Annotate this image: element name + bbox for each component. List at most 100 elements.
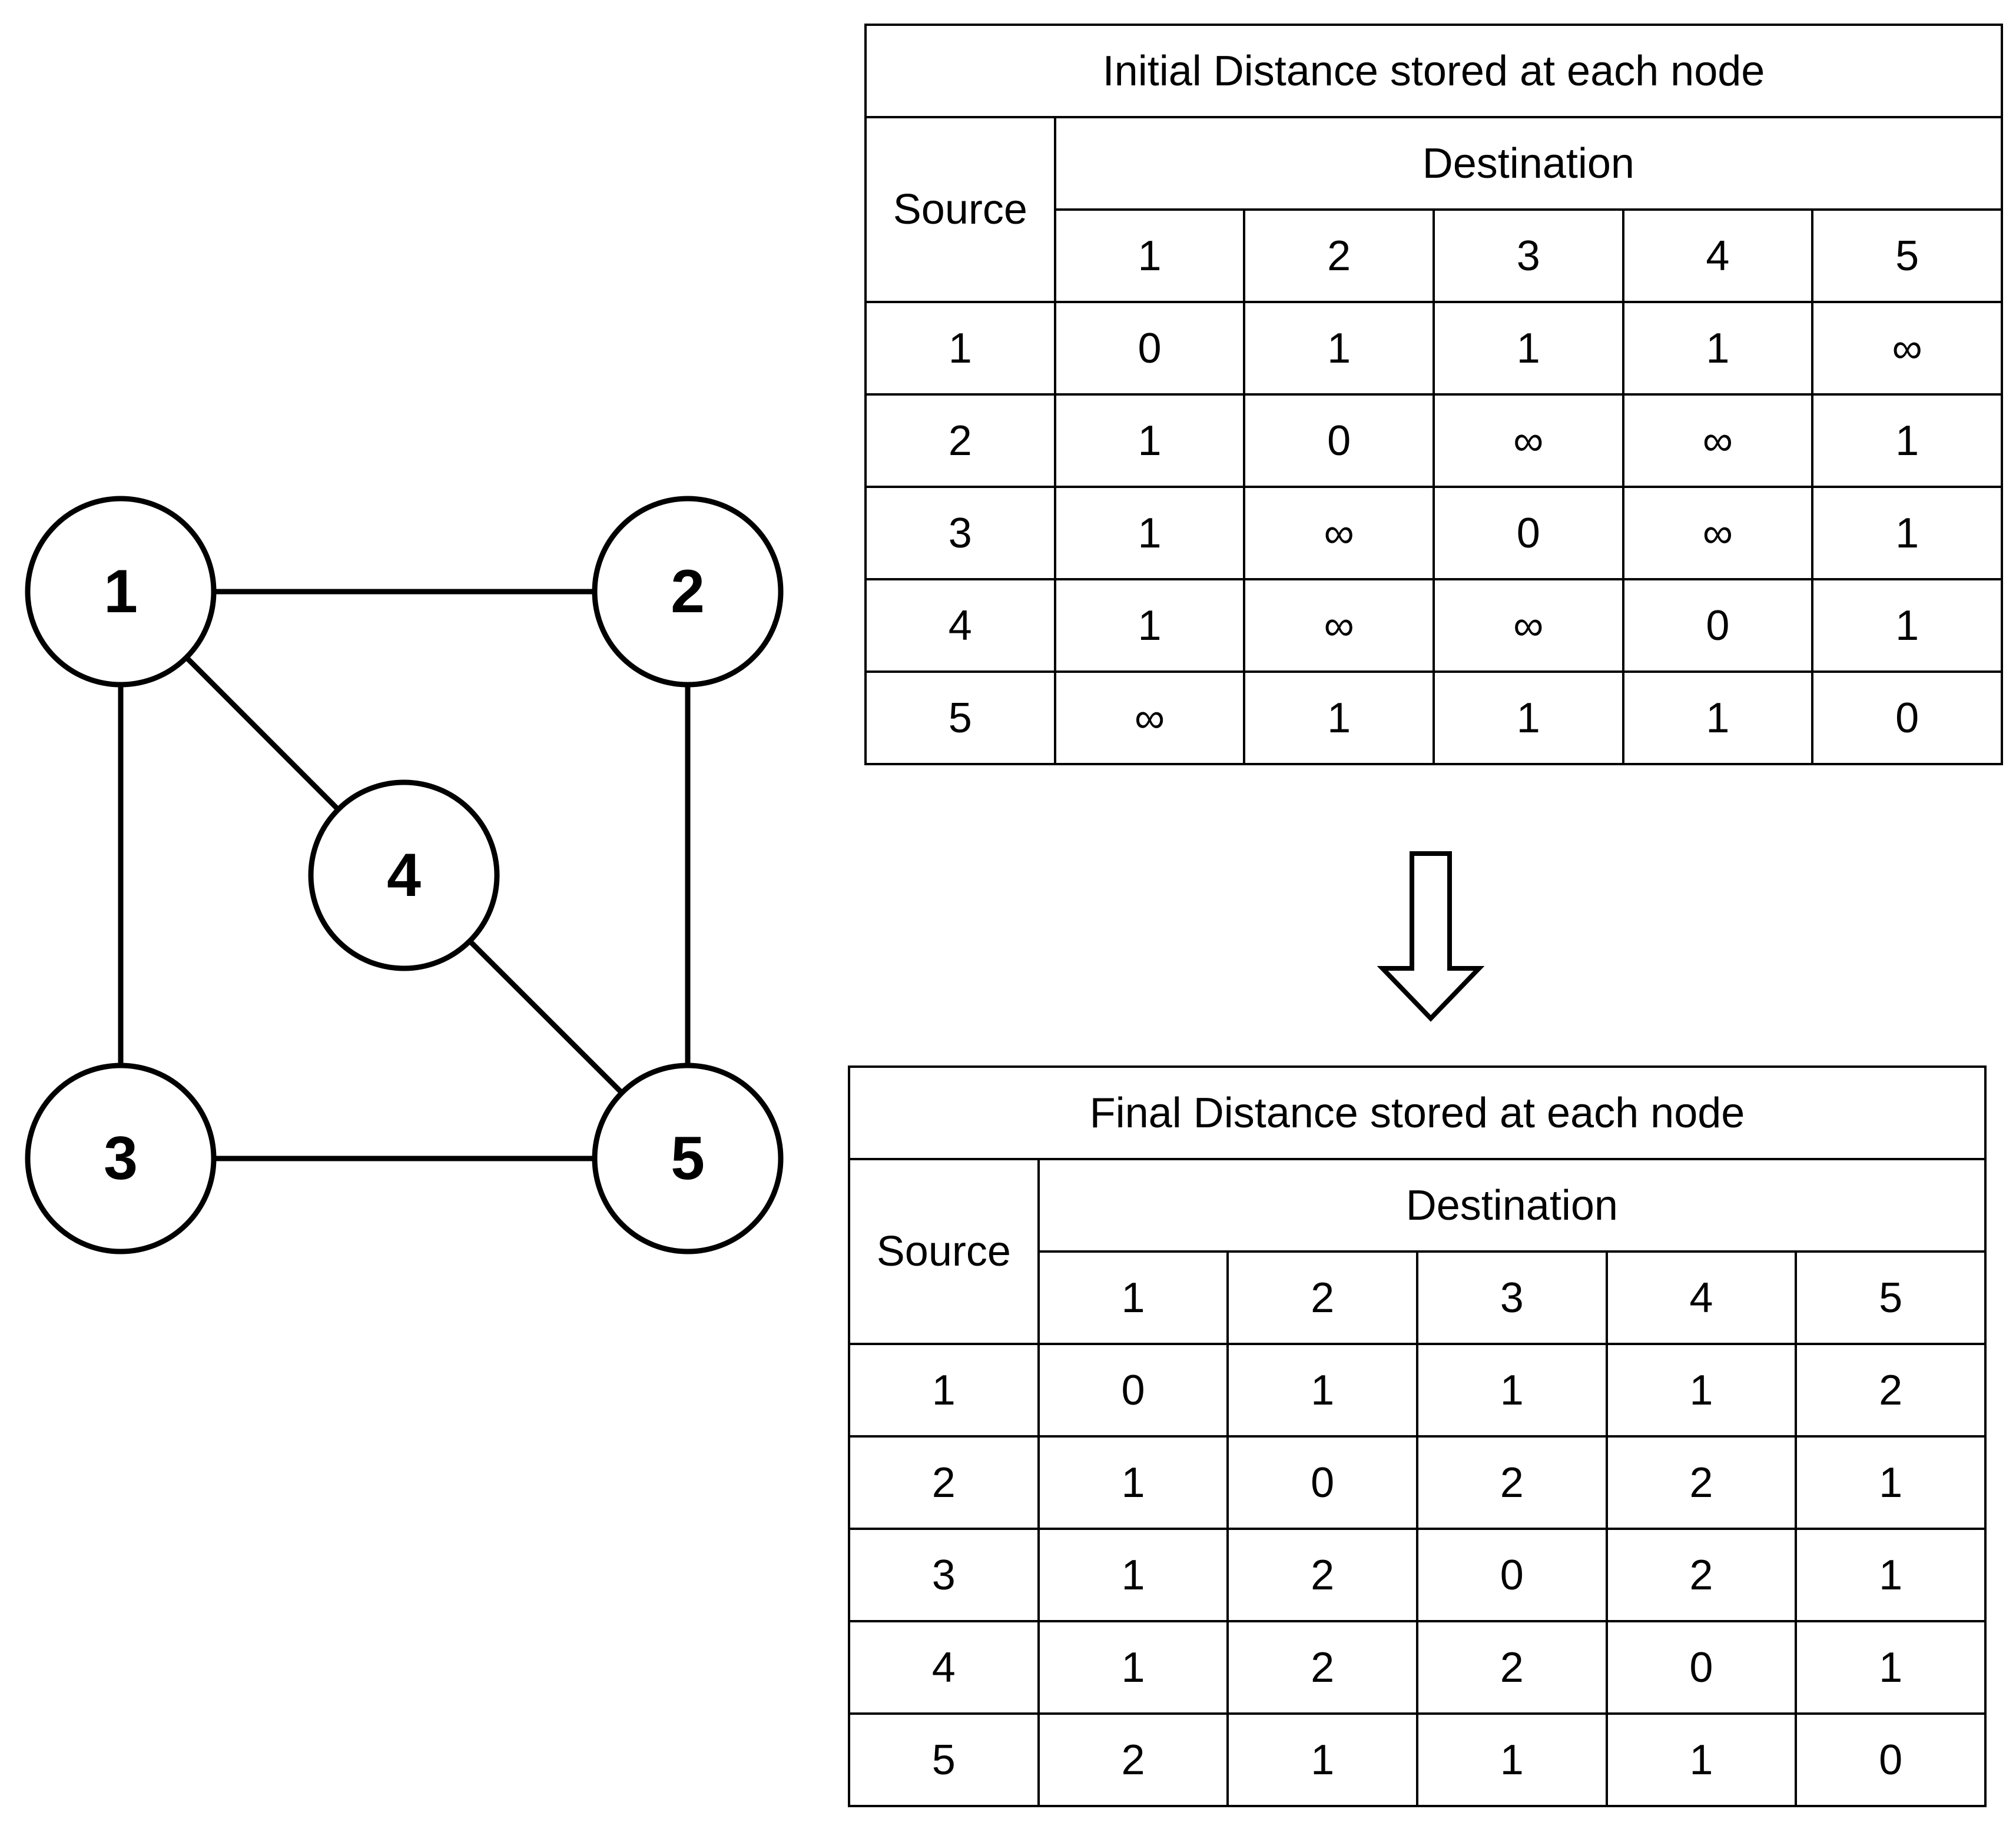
column-header-row: 1 2 3 4 5: [849, 1250, 1987, 1345]
column-header: 2: [1243, 208, 1435, 303]
distance-cell: 0: [1053, 301, 1246, 396]
column-header: 1: [1037, 1250, 1229, 1345]
distance-cell: 1: [1811, 486, 2003, 580]
distance-cell: 0: [1432, 486, 1624, 580]
distance-cell: 1: [1795, 1528, 1987, 1622]
distance-cell: 1: [1053, 486, 1246, 580]
distance-cell: 1: [1605, 1712, 1798, 1807]
column-header: 1: [1053, 208, 1246, 303]
distance-cell: 0: [1226, 1435, 1418, 1530]
node-circle: [25, 496, 217, 688]
table-title: Initial Distance stored at each node: [864, 24, 2003, 118]
distance-cell: 0: [1811, 670, 2003, 765]
distance-cell: 0: [1243, 393, 1435, 488]
row-source: 3: [864, 486, 1056, 580]
distance-cell: 1: [1226, 1712, 1418, 1807]
distance-cell: 1: [1037, 1435, 1229, 1530]
row-source: 5: [864, 670, 1056, 765]
column-header: 3: [1432, 208, 1624, 303]
distance-cell: 2: [1605, 1528, 1798, 1622]
distance-cell: 1: [1037, 1620, 1229, 1715]
distance-cell: 1: [1053, 393, 1246, 488]
table-row: 3 1 ∞ 0 ∞ 1: [864, 486, 2003, 580]
distance-cell: 0: [1037, 1343, 1229, 1438]
distance-cell: 1: [1053, 578, 1246, 673]
table-row: 5 2 1 1 1 0: [848, 1712, 1987, 1807]
row-source: 4: [864, 578, 1056, 673]
down-arrow-icon: [1377, 851, 1485, 1022]
distance-cell: ∞: [1243, 486, 1435, 580]
node-label: 1: [104, 557, 138, 626]
node-label: 2: [671, 557, 705, 626]
graph-node-3: 3: [25, 1063, 217, 1254]
graph-nodes: 1 2 3 4 5: [25, 496, 784, 1254]
table-row: 4 1 2 2 0 1: [848, 1620, 1987, 1715]
graph-node-4: 4: [308, 779, 500, 971]
network-graph: 1 2 3 4 5: [25, 496, 784, 1254]
table-row: 5 ∞ 1 1 1 0: [864, 670, 2003, 765]
distance-cell: 1: [1415, 1343, 1608, 1438]
column-header: 5: [1795, 1250, 1987, 1345]
graph-node-1: 1: [25, 496, 217, 688]
distance-cell: 1: [1243, 670, 1435, 765]
distance-cell: 1: [1605, 1343, 1798, 1438]
column-header-row: 1 2 3 4 5: [866, 208, 2003, 303]
table-row: 1 0 1 1 1 ∞: [864, 301, 2003, 396]
final-distance-table: Final Distance stored at each node Sourc…: [848, 1065, 1987, 1807]
distance-cell: 1: [1037, 1528, 1229, 1622]
distance-cell: ∞: [1432, 578, 1624, 673]
node-circle: [25, 1063, 217, 1254]
distance-cell: 1: [1795, 1620, 1987, 1715]
distance-cell: 0: [1795, 1712, 1987, 1807]
node-circle: [592, 1063, 784, 1254]
node-label: 3: [104, 1124, 138, 1193]
row-source: 4: [848, 1620, 1040, 1715]
table-row: 2 1 0 ∞ ∞ 1: [864, 393, 2003, 488]
table-title-row: Final Distance stored at each node: [848, 1065, 1987, 1160]
table-row: 1 0 1 1 1 2: [848, 1343, 1987, 1438]
distance-cell: 1: [1432, 301, 1624, 396]
distance-cell: ∞: [1432, 393, 1624, 488]
distance-cell: 2: [1226, 1620, 1418, 1715]
distance-cell: ∞: [1053, 670, 1246, 765]
row-source: 5: [848, 1712, 1040, 1807]
distance-cell: 2: [1795, 1343, 1987, 1438]
row-source: 3: [848, 1528, 1040, 1622]
graph-node-2: 2: [592, 496, 784, 688]
table-row: 4 1 ∞ ∞ 0 1: [864, 578, 2003, 673]
row-source: 1: [848, 1343, 1040, 1438]
destination-header-row: Source Destination: [848, 1158, 1987, 1345]
distance-cell: ∞: [1622, 393, 1814, 488]
column-header: 4: [1622, 208, 1814, 303]
row-source: 1: [864, 301, 1056, 396]
graph-node-5: 5: [592, 1063, 784, 1254]
distance-cell: 1: [1226, 1343, 1418, 1438]
source-header: Source: [848, 1158, 1040, 1345]
column-header: 3: [1415, 1250, 1608, 1345]
destination-header: Destination: [1053, 116, 2004, 211]
row-source: 2: [864, 393, 1056, 488]
distance-cell: 2: [1415, 1435, 1608, 1530]
destination-header-row: Source Destination: [864, 116, 2004, 303]
distance-cell: ∞: [1811, 301, 2003, 396]
node-circle: [308, 779, 500, 971]
table-row: 3 1 2 0 2 1: [848, 1528, 1987, 1622]
destination-header: Destination: [1037, 1158, 1987, 1253]
distance-cell: 0: [1622, 578, 1814, 673]
distance-cell: 1: [1415, 1712, 1608, 1807]
distance-cell: 1: [1811, 393, 2003, 488]
node-label: 5: [671, 1124, 705, 1193]
column-header: 2: [1226, 1250, 1418, 1345]
distance-cell: 1: [1432, 670, 1624, 765]
node-circle: [592, 496, 784, 688]
distance-cell: 2: [1415, 1620, 1608, 1715]
distance-cell: 0: [1415, 1528, 1608, 1622]
distance-cell: ∞: [1622, 486, 1814, 580]
distance-cell: 2: [1605, 1435, 1798, 1530]
row-source: 2: [848, 1435, 1040, 1530]
table-title-row: Initial Distance stored at each node: [864, 24, 2003, 118]
table-title: Final Distance stored at each node: [848, 1065, 1987, 1160]
initial-distance-table: Initial Distance stored at each node Sou…: [864, 24, 2004, 765]
table-row: 2 1 0 2 2 1: [848, 1435, 1987, 1530]
distance-cell: 0: [1605, 1620, 1798, 1715]
